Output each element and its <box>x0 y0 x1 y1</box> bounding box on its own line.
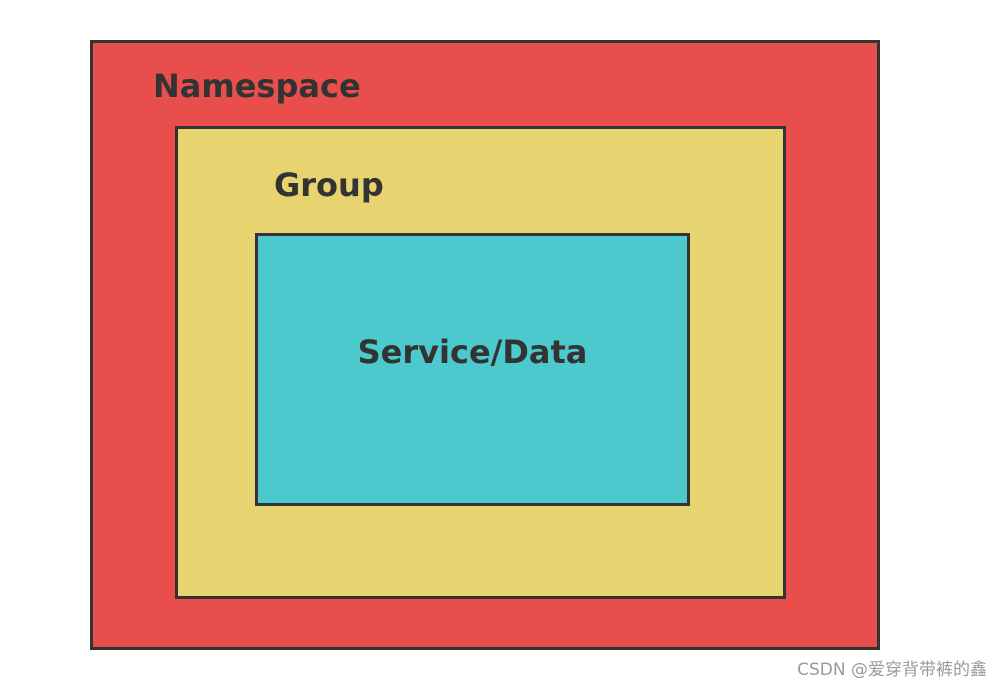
watermark: CSDN @爱穿背带裤的鑫 <box>797 660 987 680</box>
namespace-label: Namespace <box>153 67 361 105</box>
service-data-label: Service/Data <box>357 333 588 371</box>
service-data-box: Service/Data <box>255 233 690 506</box>
group-label: Group <box>274 166 384 204</box>
